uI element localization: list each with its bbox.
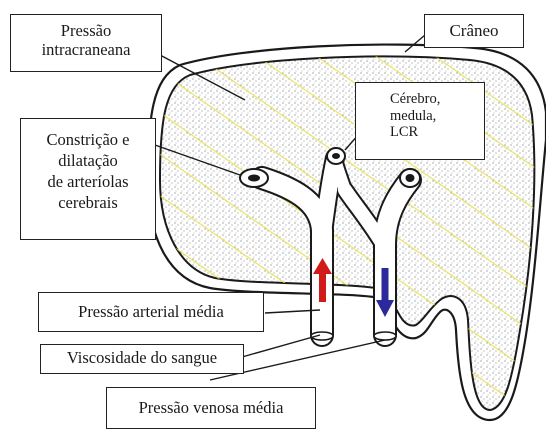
label-pressao-venosa: Pressão venosa média [106,387,316,429]
label-cerebro: Cérebro, medula, LCR [355,82,485,160]
label-pressao-intracraniana: Pressão intracraneana [10,14,162,72]
vein-bottom-end [374,332,396,340]
label-line: de arteríolas [21,171,155,192]
label-line: LCR [390,124,484,141]
label-line: Cérebro, [390,91,484,108]
label-viscosidade: Viscosidade do sangue [40,344,244,374]
label-line: Pressão [11,22,161,41]
label-line: medula, [390,108,484,125]
label-line: cerebrais [21,192,155,213]
label-constricao: Constrição e dilatação de arteríolas cer… [20,118,156,240]
label-line: intracraneana [11,41,161,60]
label-line: dilatação [21,150,155,171]
label-cranio: Crâneo [424,14,524,48]
label-pressao-arterial: Pressão arterial média [38,292,264,332]
label-line: Constrição e [21,129,155,150]
